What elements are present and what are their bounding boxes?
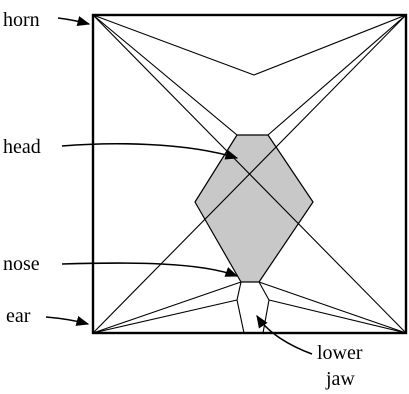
label-nose: nose: [3, 253, 40, 275]
arrow-nose: [61, 262, 239, 277]
crease-br-nose: [258, 281, 407, 334]
leader-arrows: [45, 16, 313, 355]
label-ear: ear: [6, 305, 31, 327]
crease-bl-nose: [92, 281, 242, 334]
label-head: head: [3, 136, 41, 158]
arrow-head: [61, 142, 239, 160]
horn-crease: [92, 14, 407, 76]
crease-tl-head: [92, 14, 238, 136]
arrow-ear: [45, 315, 90, 326]
crease-tr-head: [267, 14, 407, 136]
head-region: [194, 134, 314, 283]
label-horn: horn: [3, 9, 40, 31]
arrow-lower-jaw: [256, 314, 313, 355]
crease-bl-jaw: [92, 299, 238, 334]
label-lower-jaw-line2: jaw: [325, 368, 355, 390]
arrow-horn: [57, 16, 91, 26]
paper-square: [91, 13, 408, 335]
crease-br-jaw: [268, 299, 407, 334]
label-lower-jaw-line1: lower: [317, 342, 363, 364]
diagonal-right: [92, 14, 407, 334]
crease-lines: [92, 14, 407, 334]
